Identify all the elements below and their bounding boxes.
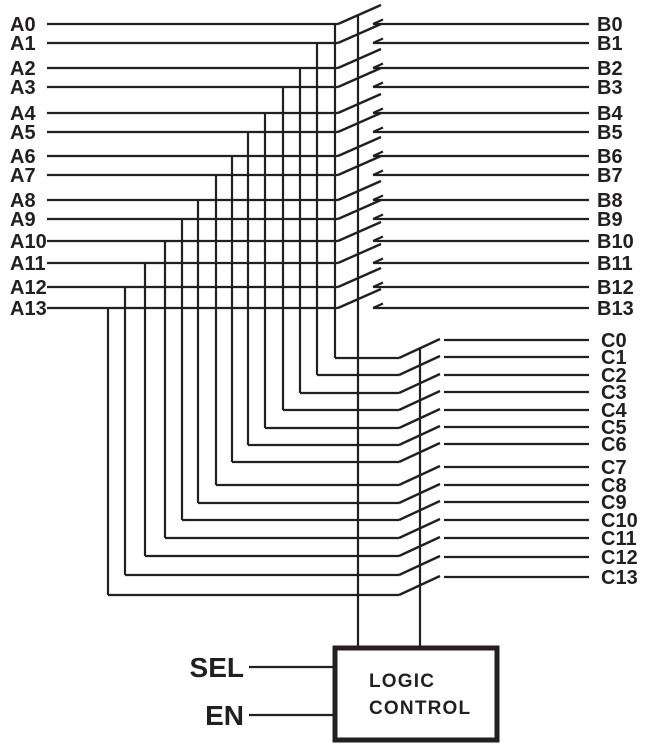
- port-label-a6: A6: [10, 146, 36, 168]
- port-label-b1: B1: [597, 33, 623, 55]
- port-label-c3: C3: [601, 382, 627, 404]
- sel-input-label: SEL: [190, 652, 244, 683]
- switch-lever-b6: [337, 135, 382, 158]
- port-label-c10: C10: [601, 510, 638, 532]
- switch-lever-b12: [337, 266, 382, 289]
- port-label-a2: A2: [10, 58, 36, 80]
- port-label-b5: B5: [597, 122, 623, 144]
- port-label-c6: C6: [601, 434, 627, 456]
- port-label-c5: C5: [601, 417, 627, 439]
- logic-control-label-line1: LOGIC: [369, 671, 435, 692]
- port-label-b0: B0: [597, 14, 623, 36]
- port-label-c12: C12: [601, 547, 638, 569]
- switch-lever-b4: [337, 92, 382, 115]
- port-label-c8: C8: [601, 475, 627, 497]
- switch-lever-b8: [337, 179, 382, 202]
- port-label-c11: C11: [601, 528, 637, 550]
- switch-lever-b9: [337, 198, 382, 221]
- port-label-b6: B6: [597, 146, 623, 168]
- port-label-b2: B2: [597, 58, 623, 80]
- port-label-b7: B7: [597, 165, 623, 187]
- port-label-c13: C13: [601, 567, 638, 589]
- port-label-b13: B13: [597, 298, 634, 320]
- port-label-c2: C2: [601, 365, 627, 387]
- port-label-a11: A11: [10, 253, 46, 275]
- port-label-a7: A7: [10, 165, 36, 187]
- port-label-c1: C1: [601, 347, 627, 369]
- switch-lever-b0: [337, 3, 382, 26]
- logic-control-label-line2: CONTROL: [369, 698, 471, 719]
- port-label-b4: B4: [597, 103, 623, 125]
- switch-lever-b2: [337, 47, 382, 70]
- port-label-b10: B10: [597, 231, 634, 253]
- logic-control-box: [332, 645, 500, 743]
- port-label-a9: A9: [10, 209, 36, 231]
- port-label-a5: A5: [10, 122, 36, 144]
- switch-lever-b1: [337, 22, 382, 45]
- port-label-a10: A10: [10, 231, 47, 253]
- switch-lever-b13: [337, 287, 382, 310]
- port-label-a0: A0: [10, 14, 36, 36]
- port-label-a4: A4: [10, 103, 36, 125]
- port-label-a8: A8: [10, 190, 36, 212]
- port-label-c9: C9: [601, 492, 627, 514]
- port-label-b9: B9: [597, 209, 623, 231]
- port-label-c0: C0: [601, 330, 627, 352]
- switch-lever-b3: [337, 66, 382, 89]
- en-input-label: EN: [205, 700, 244, 731]
- switch-lever-b11: [337, 242, 382, 265]
- port-label-a3: A3: [10, 77, 36, 99]
- switch-lever-b7: [337, 154, 382, 177]
- port-label-a13: A13: [10, 298, 47, 320]
- port-label-c4: C4: [601, 400, 627, 422]
- switch-lever-b10: [337, 220, 382, 243]
- port-label-b8: B8: [597, 190, 623, 212]
- port-label-b11: B11: [597, 253, 633, 275]
- port-label-a12: A12: [10, 277, 47, 299]
- switch-lever-b5: [337, 111, 382, 134]
- port-label-a1: A1: [10, 33, 36, 55]
- port-label-b3: B3: [597, 77, 623, 99]
- port-label-c7: C7: [601, 457, 627, 479]
- port-label-b12: B12: [597, 277, 634, 299]
